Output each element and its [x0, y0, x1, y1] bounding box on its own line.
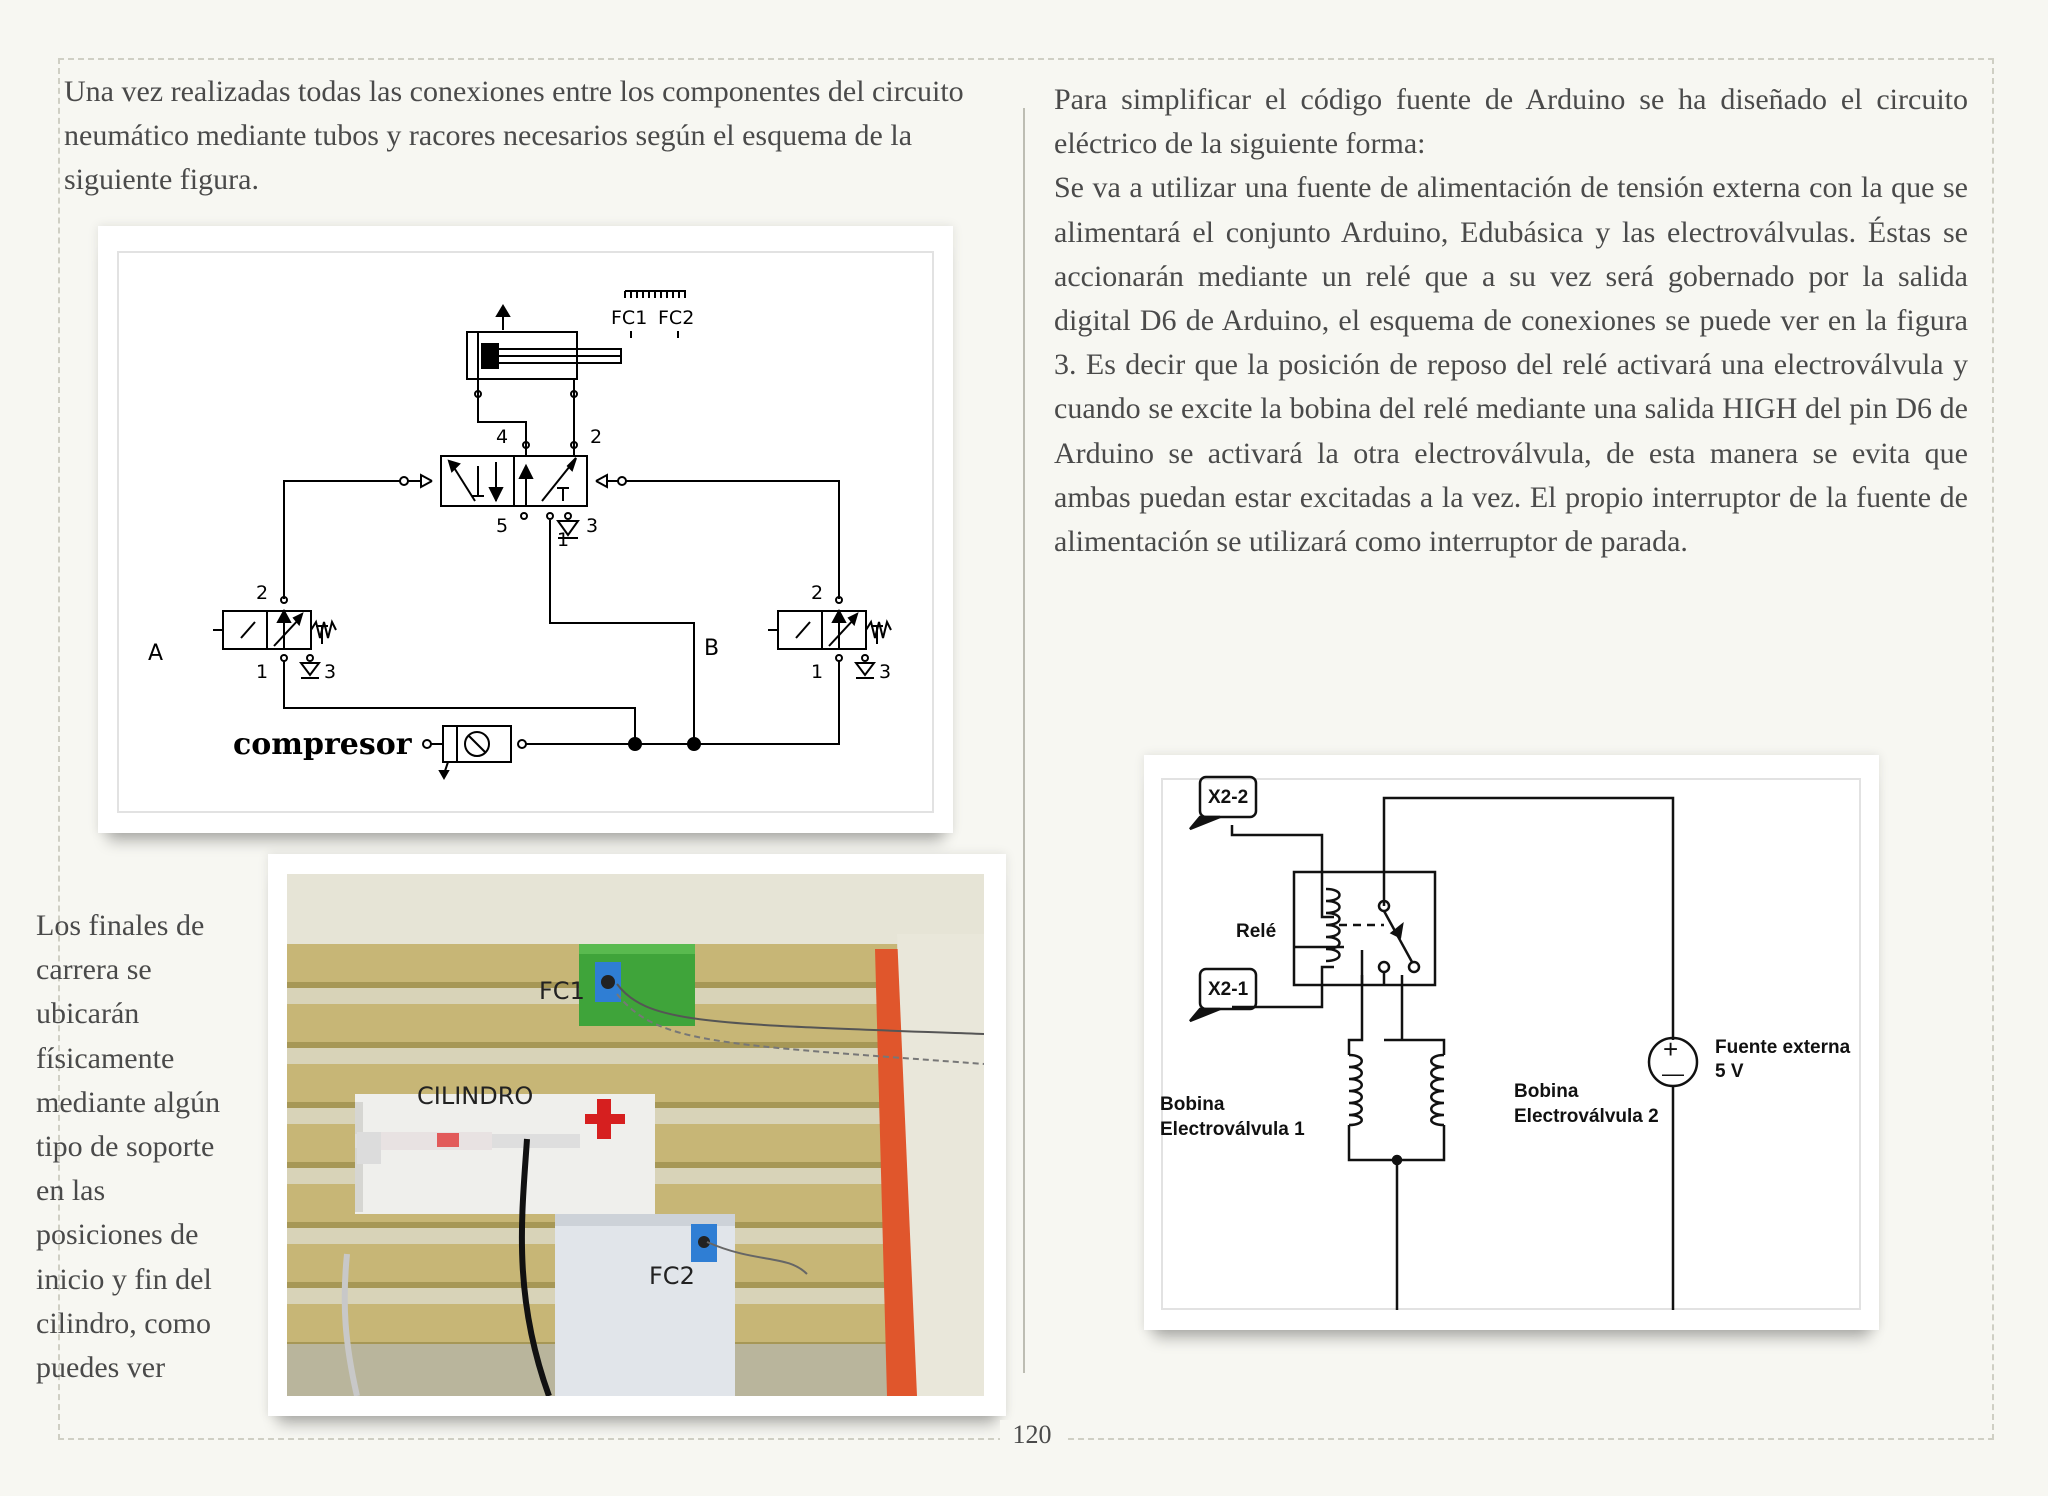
assembly-photo: FC1 CILINDRO FC2 [287, 874, 984, 1396]
page-number: 120 [1000, 1420, 1064, 1450]
valve-a-port-3: 3 [324, 661, 336, 683]
assembly-photo-figure: FC1 CILINDRO FC2 [268, 854, 1006, 1416]
assembly-photo-drawing: FC1 CILINDRO FC2 [287, 874, 984, 1396]
photo-label-cilindro: CILINDRO [417, 1082, 533, 1110]
side-paragraph: Los finales de carrera se ubicarán físic… [36, 909, 221, 1385]
label-x2-2: X2-2 [1208, 787, 1248, 808]
photo-label-fc2: FC2 [649, 1262, 695, 1290]
valve-a-label: A [148, 641, 163, 666]
coil-2-symbol [1430, 1053, 1445, 1127]
right-text-block: Para simplificar el código fuente de Ard… [1054, 78, 1968, 564]
source-minus-sign: — [1662, 1061, 1684, 1086]
photo-label-fc1: FC1 [539, 977, 585, 1005]
valve-b-label: B [704, 636, 719, 661]
valve-b-port-1: 1 [811, 661, 823, 683]
right-paragraph-1: Para simplificar el código fuente de Ard… [1054, 83, 1968, 161]
column-divider [1023, 108, 1025, 1373]
right-paragraph-2: Se va a utilizar una fuente de alimentac… [1054, 171, 1968, 559]
valve-b [768, 596, 892, 679]
label-coil-1-line1: Bobina [1160, 1094, 1225, 1115]
main-5-2-valve [399, 441, 627, 539]
label-coil-1-line2: Electroválvula 1 [1160, 1119, 1305, 1140]
compressor-label: compresor [233, 727, 413, 762]
label-x2-1: X2-1 [1208, 979, 1249, 1000]
valve-a [213, 596, 337, 679]
label-coil-2-line2: Electroválvula 2 [1514, 1106, 1659, 1127]
connector-x2-2 [1189, 775, 1258, 831]
limit-switch-scale [624, 290, 686, 338]
pneumatic-diagram-figure: FC1 FC2 4 2 5 1 3 2 1 3 2 1 3 A B compre… [98, 226, 953, 833]
pneumatic-diagram: FC1 FC2 4 2 5 1 3 2 1 3 2 1 3 A B compre… [117, 251, 934, 813]
valve-b-port-2: 2 [811, 582, 823, 604]
electric-diagram-figure: X2-2 X2-1 Relé Bobina Electroválvula 1 B… [1144, 755, 1879, 1330]
compressor-symbol [422, 725, 527, 781]
port-5-label: 5 [496, 515, 508, 537]
label-coil-2-line1: Bobina [1514, 1081, 1579, 1102]
port-1-label: 1 [557, 529, 569, 551]
label-fc2: FC2 [658, 307, 694, 329]
port-3-label: 3 [586, 515, 598, 537]
connector-x2-1 [1189, 967, 1258, 1023]
label-source-line2: 5 V [1715, 1061, 1744, 1082]
source-plus-sign: + [1663, 1034, 1678, 1064]
port-2-label: 2 [590, 426, 602, 448]
coil-1-symbol [1348, 1053, 1363, 1127]
valve-b-port-3: 3 [879, 661, 891, 683]
relay-symbol [1292, 870, 1437, 987]
valve-a-port-2: 2 [256, 582, 268, 604]
label-rele: Relé [1236, 921, 1276, 942]
intro-paragraph: Una vez realizadas todas las conexiones … [64, 75, 964, 196]
valve-a-port-1: 1 [256, 661, 268, 683]
label-source-line1: Fuente externa [1715, 1037, 1851, 1058]
electric-diagram: X2-2 X2-1 Relé Bobina Electroválvula 1 B… [1160, 775, 1861, 1310]
label-fc1: FC1 [611, 307, 647, 329]
pneumatic-cylinder [466, 304, 622, 398]
port-4-label: 4 [496, 426, 508, 448]
voltage-source-symbol [1647, 1036, 1699, 1088]
